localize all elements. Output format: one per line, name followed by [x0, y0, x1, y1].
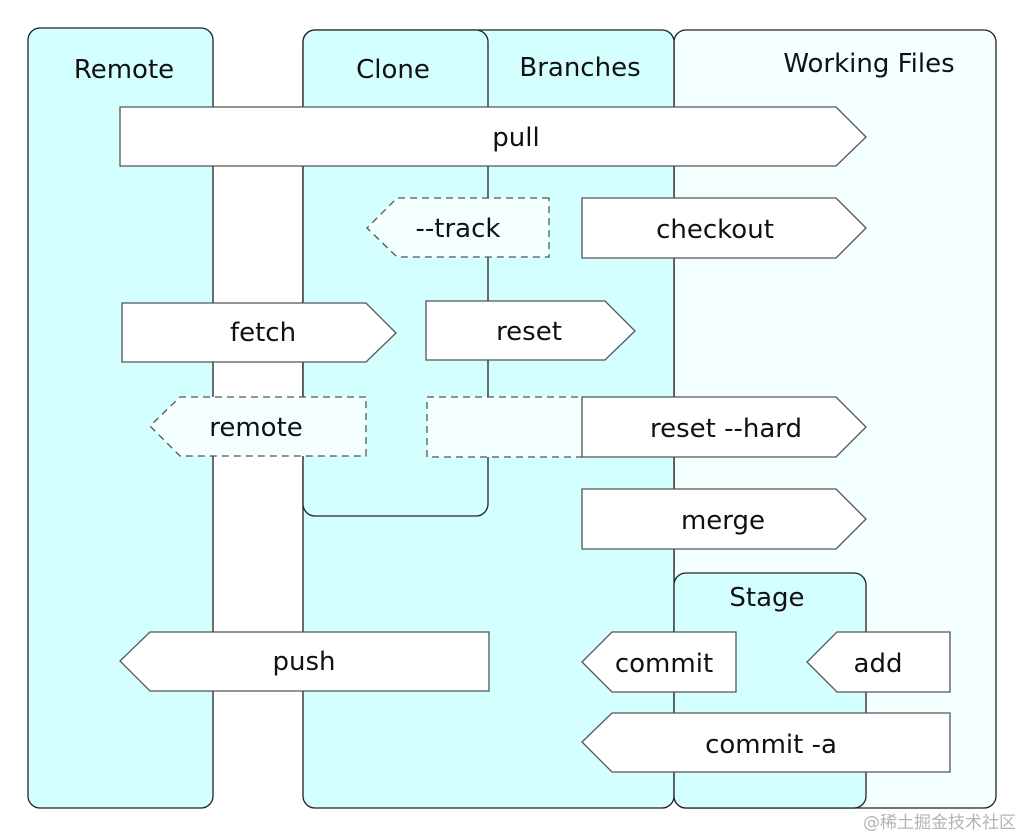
lane-label-working-files: Working Files: [783, 49, 954, 79]
arrow-label-add: add: [854, 649, 903, 679]
arrow-commit: [581, 631, 737, 693]
arrow-track: [366, 197, 550, 258]
arrow-label-checkout: checkout: [656, 215, 774, 245]
arrow-label-commit-a: commit -a: [705, 730, 837, 760]
lane-label-remote: Remote: [74, 55, 174, 85]
arrow-label-track: --track: [416, 214, 501, 244]
watermark: @稀土掘金技术社区: [863, 813, 1016, 833]
arrow-merge: [581, 488, 867, 550]
arrow-label-pull: pull: [492, 123, 539, 153]
arrow-label-fetch: fetch: [230, 318, 296, 348]
arrow-add: [806, 631, 951, 693]
arrow-reset-hard-tail: [426, 396, 584, 458]
lane-label-clone: Clone: [356, 55, 430, 85]
arrow-label-reset: reset: [496, 317, 562, 347]
arrow-label-push: push: [272, 647, 335, 677]
arrow-label-remote: remote: [209, 413, 303, 443]
lane-label-branches: Branches: [519, 53, 640, 83]
arrow-label-reset-hard: reset --hard: [650, 414, 802, 444]
arrow-label-commit: commit: [615, 649, 713, 679]
arrow-pull: [119, 106, 867, 167]
arrow-checkout: [581, 197, 867, 259]
arrow-label-merge: merge: [681, 506, 765, 536]
arrow-push: [119, 631, 490, 692]
arrow-remote: [149, 396, 367, 457]
arrow-commit-a: [581, 712, 951, 773]
lane-label-stage: Stage: [729, 583, 804, 613]
arrow-fetch: [121, 302, 397, 363]
arrow-reset: [425, 300, 636, 361]
arrow-reset-hard: [581, 396, 867, 458]
